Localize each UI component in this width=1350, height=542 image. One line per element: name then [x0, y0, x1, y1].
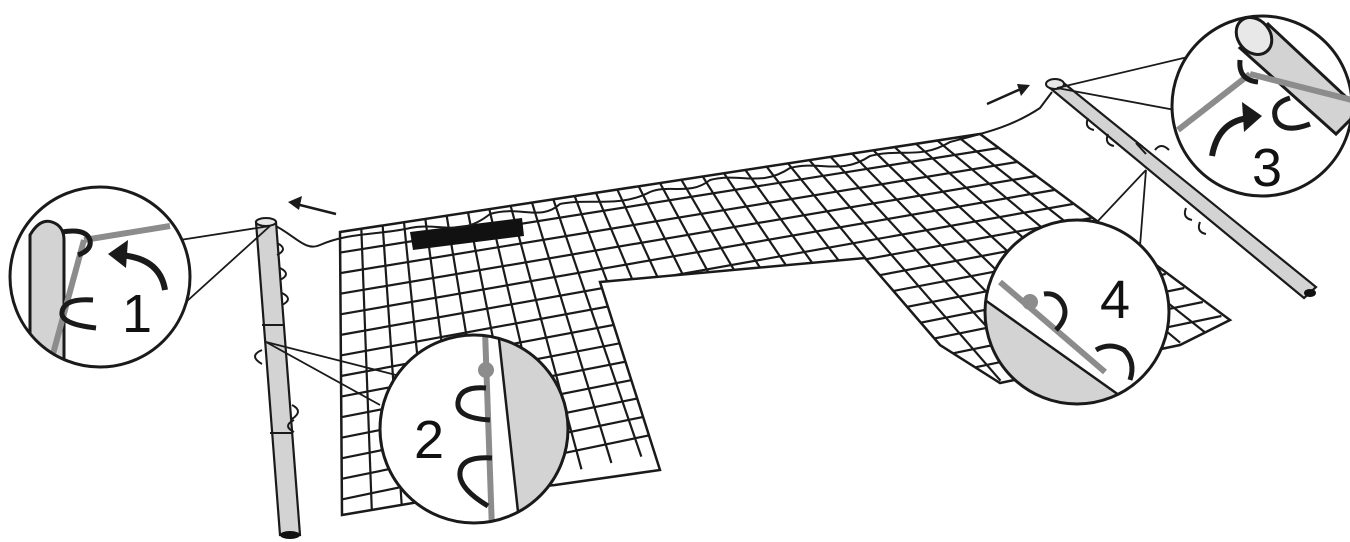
callout-4-number: 4 — [1100, 270, 1130, 330]
left-pole — [255, 218, 300, 539]
right-pole-loop — [1199, 222, 1206, 234]
pull-arrow-right — [987, 84, 1030, 104]
callout-1-number: 1 — [122, 284, 152, 344]
left-pole-loop — [255, 350, 262, 364]
callout-1: 1 — [10, 187, 190, 380]
callout-2-number: 2 — [414, 410, 444, 470]
right-pole-loop — [1185, 208, 1192, 220]
callout-3: 3 — [1172, 10, 1350, 198]
right-pole-loop — [1155, 146, 1169, 150]
callout-3-number: 3 — [1252, 138, 1282, 198]
left-pole-cap — [256, 218, 276, 226]
pull-arrow-left — [288, 196, 336, 214]
left-pole-loop — [292, 405, 298, 419]
left-pole-shaft — [256, 222, 300, 535]
